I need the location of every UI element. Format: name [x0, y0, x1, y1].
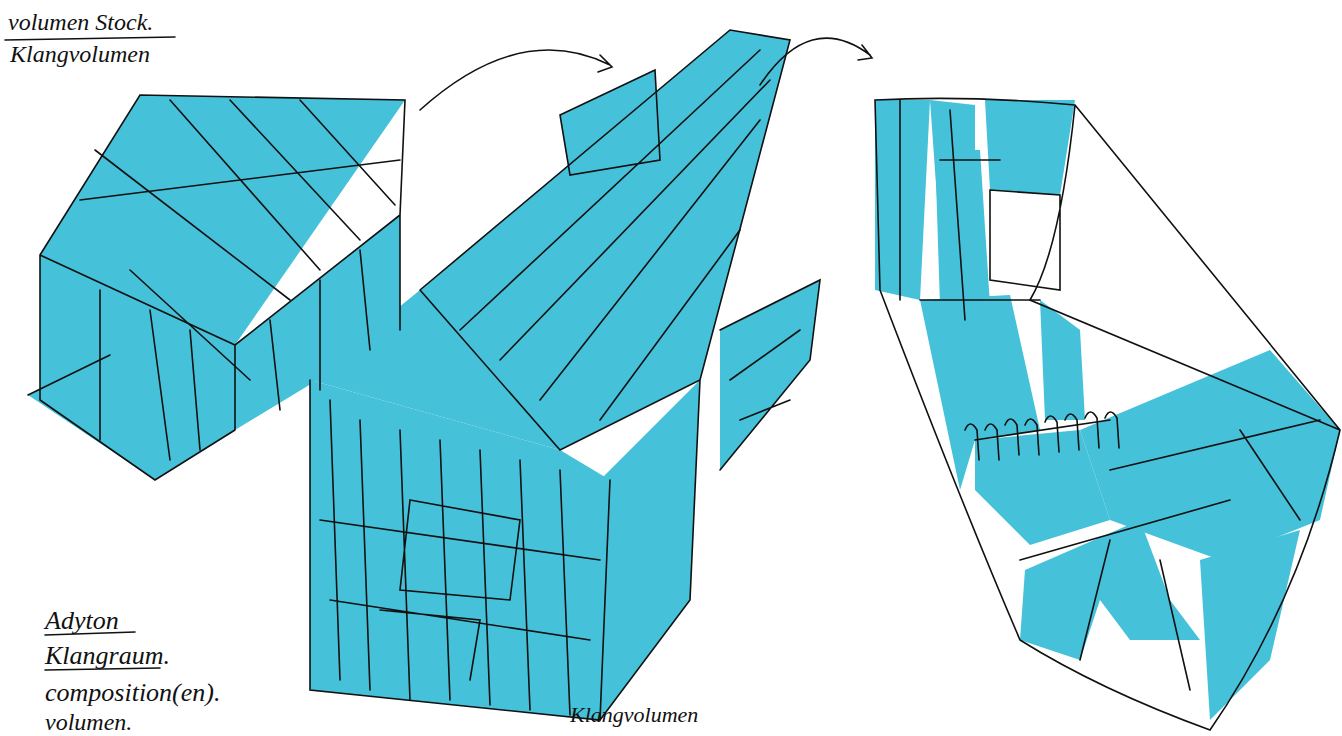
note-text: composition(en).: [45, 680, 220, 706]
mass-top: [310, 290, 560, 450]
caption-note: Klangvolumen: [570, 704, 698, 726]
note-text: Klangvolumen: [10, 42, 150, 66]
people-figures: [965, 412, 1119, 460]
mass-side: [600, 380, 700, 720]
panel: [875, 100, 930, 300]
volume-fills: [28, 30, 1340, 720]
block-hatch: [80, 100, 400, 460]
note-text: volumen.: [45, 710, 132, 734]
ink-lines: [5, 30, 1340, 730]
panel-lines: [900, 100, 1320, 690]
panel: [985, 100, 1075, 195]
block-edges: [28, 95, 405, 480]
note-text: Adyton: [45, 608, 119, 634]
side-fin: [720, 280, 820, 470]
panel: [1040, 300, 1085, 420]
note-text: volumen Stock.: [8, 10, 153, 34]
note-text: Klangraum.: [45, 643, 170, 669]
block-base: [28, 355, 235, 480]
sketch-arrow: [760, 38, 872, 85]
sketch-arrow: [420, 50, 612, 110]
mass-hatch: [320, 50, 820, 715]
volume-outline: [875, 98, 1340, 730]
underline: [5, 37, 175, 670]
panel: [975, 430, 1110, 545]
panel: [1200, 530, 1300, 720]
lower-mass: [310, 380, 610, 720]
